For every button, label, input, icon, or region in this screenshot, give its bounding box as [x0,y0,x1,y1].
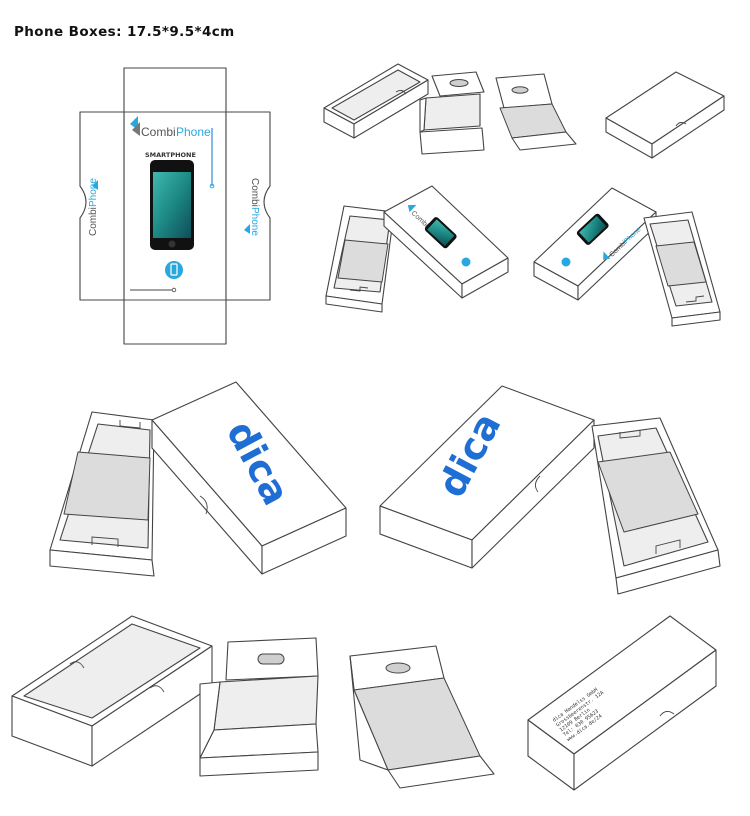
thumb-hole-icon [449,79,469,87]
insert-bottom [199,637,319,777]
sleeve-insert [495,73,577,151]
page-title: Phone Boxes: 17.5*9.5*4cm [14,24,235,40]
large-tray-right [591,417,721,595]
thumb-hole-icon [257,653,285,665]
svg-text:Combi: Combi [249,178,260,207]
deco-dot [209,183,215,189]
sleeve-bottom [349,645,495,789]
side-logo-right: Combi Phone [249,178,260,236]
side-logo-mark [244,224,250,234]
lid-dieline: Combi Phone SMARTPHONE Combi Phone Combi… [79,67,271,345]
svg-text:Phone: Phone [249,207,260,236]
tray-left [325,205,395,313]
svg-text:Phone: Phone [88,178,99,207]
svg-text:Combi: Combi [88,207,99,236]
dica-lid-left: dica [151,381,347,575]
phone-icon [461,257,471,267]
printed-lid-right: Combi Phone [533,187,657,301]
dieline-logo: Combi Phone [130,116,211,139]
open-tray-bottom [11,615,213,767]
thumb-hole-icon [385,662,411,674]
phone-icon [165,261,183,279]
phone-icon [561,257,571,267]
closed-box-bottom: dica Handelss GmbH Grossbeerenstr. 12A 1… [527,615,717,791]
product-label: SMARTPHONE [145,151,196,159]
deco-dot [171,287,177,293]
thumb-hole-icon [511,86,529,94]
closed-box-small [605,71,725,159]
phone-image [150,160,194,250]
open-tray-small [323,63,429,139]
printed-lid-left: Combi Phone [383,185,509,299]
side-logo-mark [92,180,98,190]
dica-lid-right: dica [379,385,595,569]
tray-right [643,211,721,327]
large-tray-left [49,411,155,577]
dieline-logo-name: Combi [141,125,176,139]
insert-with-hole [419,71,485,155]
dieline-logo-accent: Phone [176,125,211,139]
side-logo-left: Combi Phone [88,178,99,236]
